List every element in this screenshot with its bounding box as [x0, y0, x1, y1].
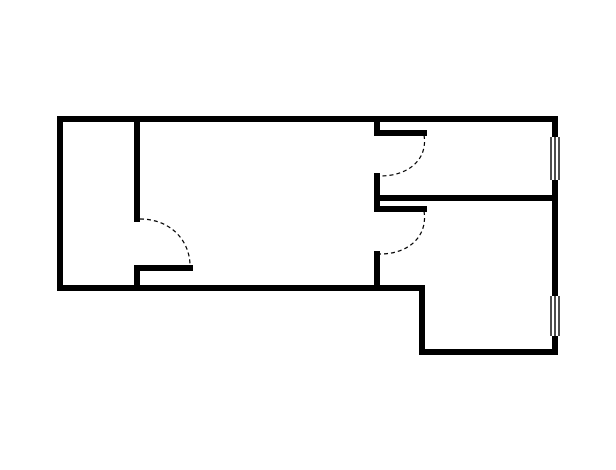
door-lower-right-room	[379, 210, 426, 255]
door-left-room	[139, 218, 191, 267]
window-upper-right	[550, 137, 560, 180]
outer-wall	[57, 116, 558, 355]
window-lower-right	[550, 296, 560, 336]
door-upper-right-room	[379, 134, 426, 177]
